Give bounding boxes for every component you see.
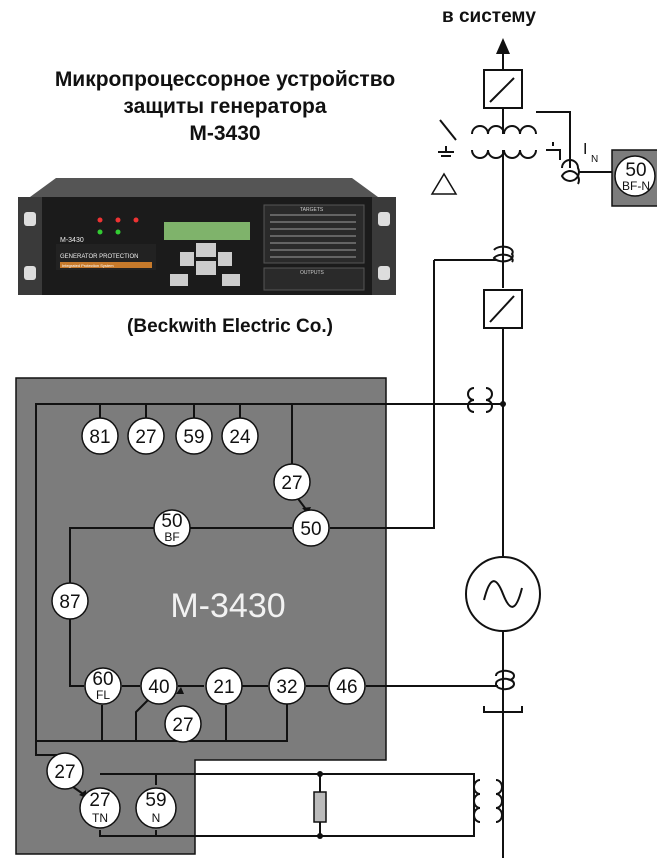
relay-59n: 59 N bbox=[135, 787, 177, 829]
relay-50bfn bbox=[614, 155, 656, 197]
relay-50bfn-sub: BF-N bbox=[622, 179, 650, 193]
svg-text:50: 50 bbox=[300, 519, 321, 540]
device-title-line2: защиты генератора bbox=[123, 95, 327, 118]
relay-59: 59 bbox=[175, 417, 213, 455]
svg-text:27: 27 bbox=[172, 715, 193, 736]
relay-40: 40 bbox=[140, 667, 178, 705]
panel-wiring bbox=[35, 260, 502, 837]
ct-sub: N bbox=[591, 154, 598, 165]
svg-text:21: 21 bbox=[213, 677, 234, 698]
to-system-arrow bbox=[496, 38, 510, 54]
relay-81: 81 bbox=[81, 417, 119, 455]
svg-text:46: 46 bbox=[336, 677, 357, 698]
photo-targets-label: TARGETS bbox=[300, 207, 324, 213]
svg-text:24: 24 bbox=[229, 427, 251, 448]
svg-text:TN: TN bbox=[92, 811, 108, 825]
ct-label: I bbox=[583, 141, 587, 158]
relay-87: 87 bbox=[51, 582, 89, 620]
svg-text:40: 40 bbox=[148, 677, 169, 698]
photo-sub-label: Integrated Protection System bbox=[62, 263, 114, 268]
relay-32: 32 bbox=[268, 667, 306, 705]
svg-text:87: 87 bbox=[59, 592, 80, 613]
device-title-line1: Микропроцессорное устройство bbox=[54, 68, 396, 91]
relay-27-neutral-supervision: 27 bbox=[46, 752, 84, 790]
photo-outputs-label: OUTPUTS bbox=[300, 270, 325, 276]
svg-text:32: 32 bbox=[276, 677, 297, 698]
svg-text:59: 59 bbox=[145, 790, 166, 811]
svg-text:N: N bbox=[152, 811, 161, 825]
svg-text:BF: BF bbox=[164, 530, 179, 544]
photo-model-label: M-3430 bbox=[60, 237, 84, 244]
relay-60fl: 60 FL bbox=[84, 667, 122, 705]
relay-46: 46 bbox=[328, 667, 366, 705]
svg-text:27: 27 bbox=[54, 762, 75, 783]
relay-21: 21 bbox=[205, 667, 243, 705]
to-system-label: в системy bbox=[441, 6, 537, 27]
relay-50bf: 50 BF bbox=[153, 509, 191, 547]
relay-24: 24 bbox=[221, 417, 259, 455]
relay-50: 50 bbox=[292, 509, 330, 547]
manufacturer-label: (Beckwith Electric Co.) bbox=[127, 316, 333, 337]
grounding-resistor bbox=[313, 791, 327, 823]
svg-text:60: 60 bbox=[92, 669, 113, 690]
svg-text:27: 27 bbox=[281, 473, 302, 494]
photo-name-label: GENERATOR PROTECTION bbox=[60, 254, 138, 260]
device-photo: M-3430 GENERATOR PROTECTION Integrated P… bbox=[18, 178, 396, 295]
svg-text:FL: FL bbox=[96, 688, 110, 702]
device-title-line3: M-3430 bbox=[189, 122, 261, 145]
one-line-diagram bbox=[434, 52, 612, 858]
svg-text:50: 50 bbox=[161, 511, 182, 532]
svg-text:59: 59 bbox=[183, 427, 204, 448]
relay-27tn: 27 TN bbox=[79, 787, 121, 829]
relay-50bfn-top: 50 bbox=[625, 160, 646, 181]
relay-27-undervoltage: 27 bbox=[127, 417, 165, 455]
relay-27-40-supervision: 27 bbox=[164, 705, 202, 743]
delta-winding-icon bbox=[430, 172, 458, 195]
relay-27-supervision: 27 bbox=[273, 463, 311, 501]
svg-text:27: 27 bbox=[135, 427, 156, 448]
svg-text:81: 81 bbox=[89, 427, 110, 448]
panel-label: M-3430 bbox=[170, 587, 285, 625]
device-title: Микропроцессорное устройство защиты гене… bbox=[10, 66, 440, 147]
svg-text:27: 27 bbox=[89, 790, 110, 811]
